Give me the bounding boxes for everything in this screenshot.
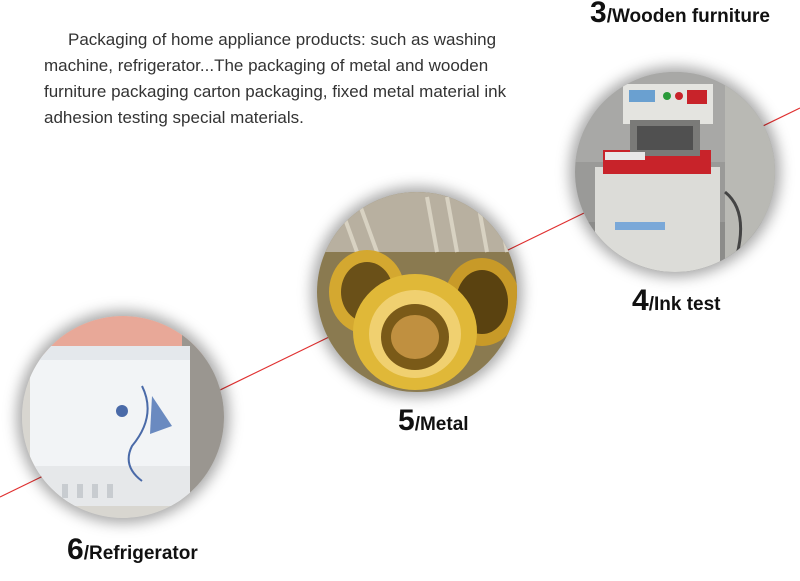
caption-number: 4	[632, 284, 649, 317]
caption-number: 5	[398, 404, 415, 437]
caption-number: 6	[67, 533, 84, 566]
caption-ink-test: 4/Ink test	[632, 284, 721, 318]
intro-paragraph: Packaging of home appliance products: su…	[44, 30, 507, 127]
refrigerator-photo	[22, 316, 224, 518]
caption-label: /Refrigerator	[83, 543, 198, 564]
caption-number: 3	[590, 0, 607, 29]
caption-metal: 5/Metal	[398, 404, 469, 438]
metal-pipes-photo	[317, 192, 517, 392]
caption-label: /Metal	[414, 414, 469, 435]
caption-refrigerator: 6/Refrigerator	[67, 533, 198, 567]
ink-tester-photo	[575, 72, 775, 272]
caption-wooden-furniture: 3/Wooden furniture	[590, 0, 770, 30]
caption-label: /Wooden furniture	[606, 6, 770, 27]
caption-label: /Ink test	[648, 294, 721, 315]
